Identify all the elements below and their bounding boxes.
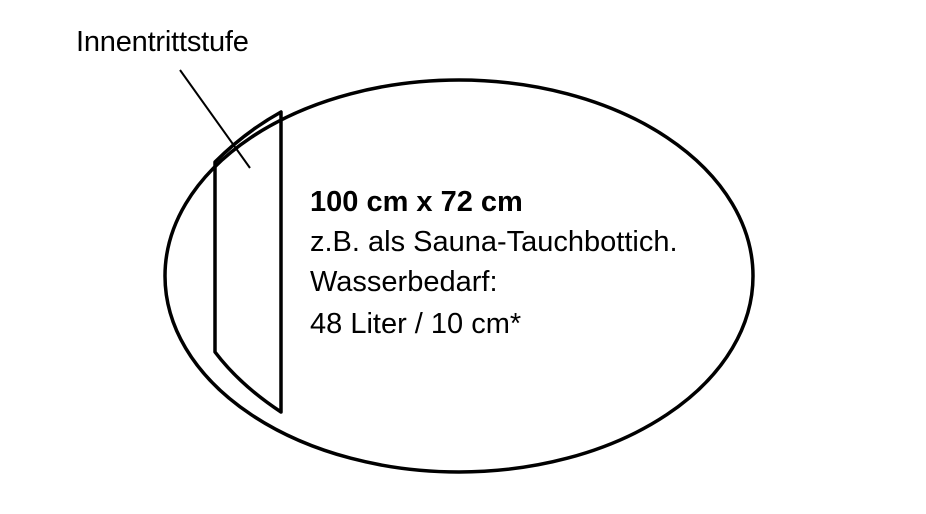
inner-step-outline — [213, 110, 283, 414]
usage-text: z.B. als Sauna-Tauchbottich. — [310, 226, 678, 258]
inner-step-label: Innentrittstufe — [76, 26, 249, 58]
tub-outline — [163, 78, 755, 474]
dimensions-text: 100 cm x 72 cm — [310, 186, 523, 218]
water-requirement-label: Wasserbedarf: — [310, 266, 498, 298]
water-requirement-value: 48 Liter / 10 cm* — [310, 308, 522, 340]
leader-line — [179, 69, 251, 169]
